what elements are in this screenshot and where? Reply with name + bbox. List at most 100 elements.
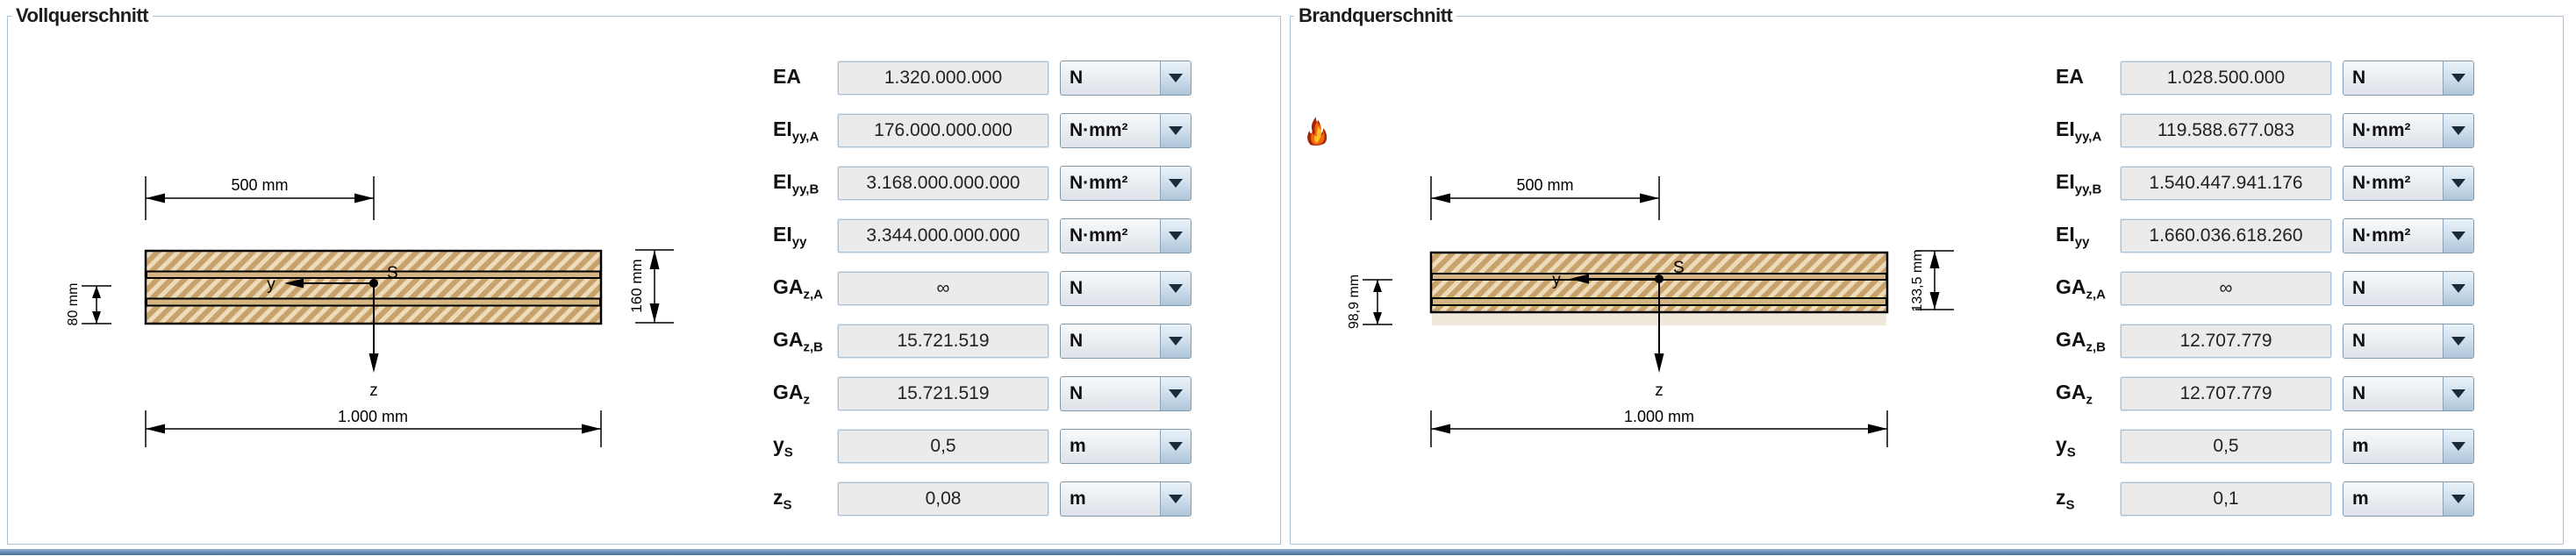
form-row: GAz,A N xyxy=(2056,262,2474,315)
unit-dropdown[interactable]: m xyxy=(2343,429,2474,464)
unit-dropdown[interactable]: N xyxy=(2343,376,2474,411)
dim-right-label: 160 mm xyxy=(628,259,645,312)
form-row: EIyy N·mm² xyxy=(773,210,1191,262)
unit-dropdown[interactable]: m xyxy=(1060,481,1191,517)
bottom-divider-bar xyxy=(0,549,2576,555)
unit-dropdown[interactable]: m xyxy=(1060,429,1191,464)
form-row: zS m xyxy=(2056,473,2474,525)
y-axis-arrow xyxy=(1570,274,1589,284)
dim-arrow xyxy=(354,193,374,203)
z-axis-arrow xyxy=(369,353,379,373)
unit-dropdown[interactable]: N·mm² xyxy=(2343,218,2474,253)
centroid-label: S xyxy=(387,264,398,282)
field-label: EIyy,A xyxy=(773,117,819,145)
dropdown-arrow-icon xyxy=(2444,114,2473,147)
dropdown-arrow-icon xyxy=(1161,114,1191,147)
dim-right-label: 133,5 mm xyxy=(1910,249,1925,311)
value-field[interactable] xyxy=(2121,167,2331,200)
form-row: EIyy,B N·mm² xyxy=(2056,157,2474,210)
form-row: EIyy,A N·mm² xyxy=(773,104,1191,157)
z-axis-arrow xyxy=(1654,353,1664,373)
value-field[interactable] xyxy=(2121,61,2331,95)
field-label: EIyy,A xyxy=(2056,117,2102,145)
dim-bottom-label: 1.000 mm xyxy=(338,408,408,425)
dim-top-label: 500 mm xyxy=(1516,176,1573,194)
cross-section-drawing-voll: 500 mm y z S 80 mm xyxy=(66,176,674,447)
unit-dropdown[interactable]: N·mm² xyxy=(1060,218,1191,253)
value-field[interactable] xyxy=(838,377,1048,410)
field-label: EIyy,B xyxy=(2056,169,2102,197)
z-axis-label: z xyxy=(1655,381,1664,400)
value-field[interactable] xyxy=(838,482,1048,516)
dropdown-arrow-icon xyxy=(2444,61,2473,95)
value-field[interactable] xyxy=(2121,430,2331,463)
fire-icon xyxy=(1307,117,1327,146)
z-axis-label: z xyxy=(369,381,378,400)
value-field[interactable] xyxy=(2121,324,2331,358)
value-field[interactable] xyxy=(838,167,1048,200)
unit-dropdown[interactable]: N xyxy=(2343,61,2474,96)
form-row: EIyy,A N·mm² xyxy=(2056,104,2474,157)
dropdown-arrow-icon xyxy=(1161,272,1191,305)
value-field[interactable] xyxy=(838,61,1048,95)
field-label: GAz,A xyxy=(2056,274,2106,303)
value-field[interactable] xyxy=(838,430,1048,463)
dim-arrow xyxy=(146,193,165,203)
value-field[interactable] xyxy=(838,324,1048,358)
dim-arrow xyxy=(92,286,101,298)
form-row: GAz,A N xyxy=(773,262,1191,315)
unit-dropdown[interactable]: N·mm² xyxy=(1060,113,1191,148)
dropdown-arrow-icon xyxy=(1161,167,1191,200)
dim-arrow xyxy=(1431,193,1450,203)
unit-dropdown[interactable]: N xyxy=(1060,61,1191,96)
centroid-label: S xyxy=(1673,259,1685,277)
dropdown-arrow-icon xyxy=(1161,61,1191,95)
unit-dropdown[interactable]: N xyxy=(2343,271,2474,306)
form-row: GAz,B N xyxy=(773,315,1191,367)
dim-arrow xyxy=(1373,280,1382,292)
value-field[interactable] xyxy=(2121,377,2331,410)
section-properties-form: EA N EIyy,A N·mm² EIyy,B N·mm² EIyy N·mm… xyxy=(773,52,1191,525)
field-label: EIyy xyxy=(773,222,807,250)
field-label: GAz xyxy=(2056,380,2093,408)
value-field[interactable] xyxy=(2121,114,2331,147)
section-properties-form: EA N EIyy,A N·mm² EIyy,B N·mm² EIyy N·mm… xyxy=(2056,52,2474,525)
centroid-point xyxy=(1655,274,1664,283)
unit-dropdown[interactable]: N·mm² xyxy=(2343,166,2474,201)
value-field[interactable] xyxy=(2121,219,2331,253)
unit-dropdown[interactable]: m xyxy=(2343,481,2474,517)
value-field[interactable] xyxy=(838,272,1048,305)
centroid-point xyxy=(369,279,378,288)
form-row: yS m xyxy=(2056,420,2474,473)
dim-arrow xyxy=(1431,424,1450,434)
unit-dropdown[interactable]: N xyxy=(1060,271,1191,306)
unit-dropdown[interactable]: N·mm² xyxy=(2343,113,2474,148)
unit-dropdown[interactable]: N xyxy=(1060,324,1191,359)
field-label: GAz,A xyxy=(773,274,823,303)
unit-dropdown[interactable]: N xyxy=(1060,376,1191,411)
dropdown-arrow-icon xyxy=(2444,482,2473,516)
dropdown-arrow-icon xyxy=(2444,430,2473,463)
unit-dropdown[interactable]: N xyxy=(2343,324,2474,359)
value-field[interactable] xyxy=(838,219,1048,253)
unit-dropdown[interactable]: N·mm² xyxy=(1060,166,1191,201)
panel-brandquerschnitt: Brandquerschnitt 500 mm xyxy=(1290,4,2564,545)
y-axis-arrow xyxy=(284,278,304,289)
dim-arrow xyxy=(582,424,601,434)
field-label: zS xyxy=(2056,485,2075,513)
dropdown-arrow-icon xyxy=(1161,430,1191,463)
value-field[interactable] xyxy=(838,114,1048,147)
form-row: GAz,B N xyxy=(2056,315,2474,367)
form-row: EIyy N·mm² xyxy=(2056,210,2474,262)
panel-vollquerschnitt: Vollquerschnitt 500 mm y xyxy=(7,4,1281,545)
panel-title: Brandquerschnitt xyxy=(1294,4,1457,27)
dropdown-arrow-icon xyxy=(2444,324,2473,358)
dim-arrow xyxy=(649,250,660,269)
form-row: EA N xyxy=(2056,52,2474,104)
field-label: EIyy xyxy=(2056,222,2090,250)
form-row: GAz N xyxy=(2056,367,2474,420)
dim-bottom-label: 1.000 mm xyxy=(1624,408,1694,425)
value-field[interactable] xyxy=(2121,482,2331,516)
value-field[interactable] xyxy=(2121,272,2331,305)
